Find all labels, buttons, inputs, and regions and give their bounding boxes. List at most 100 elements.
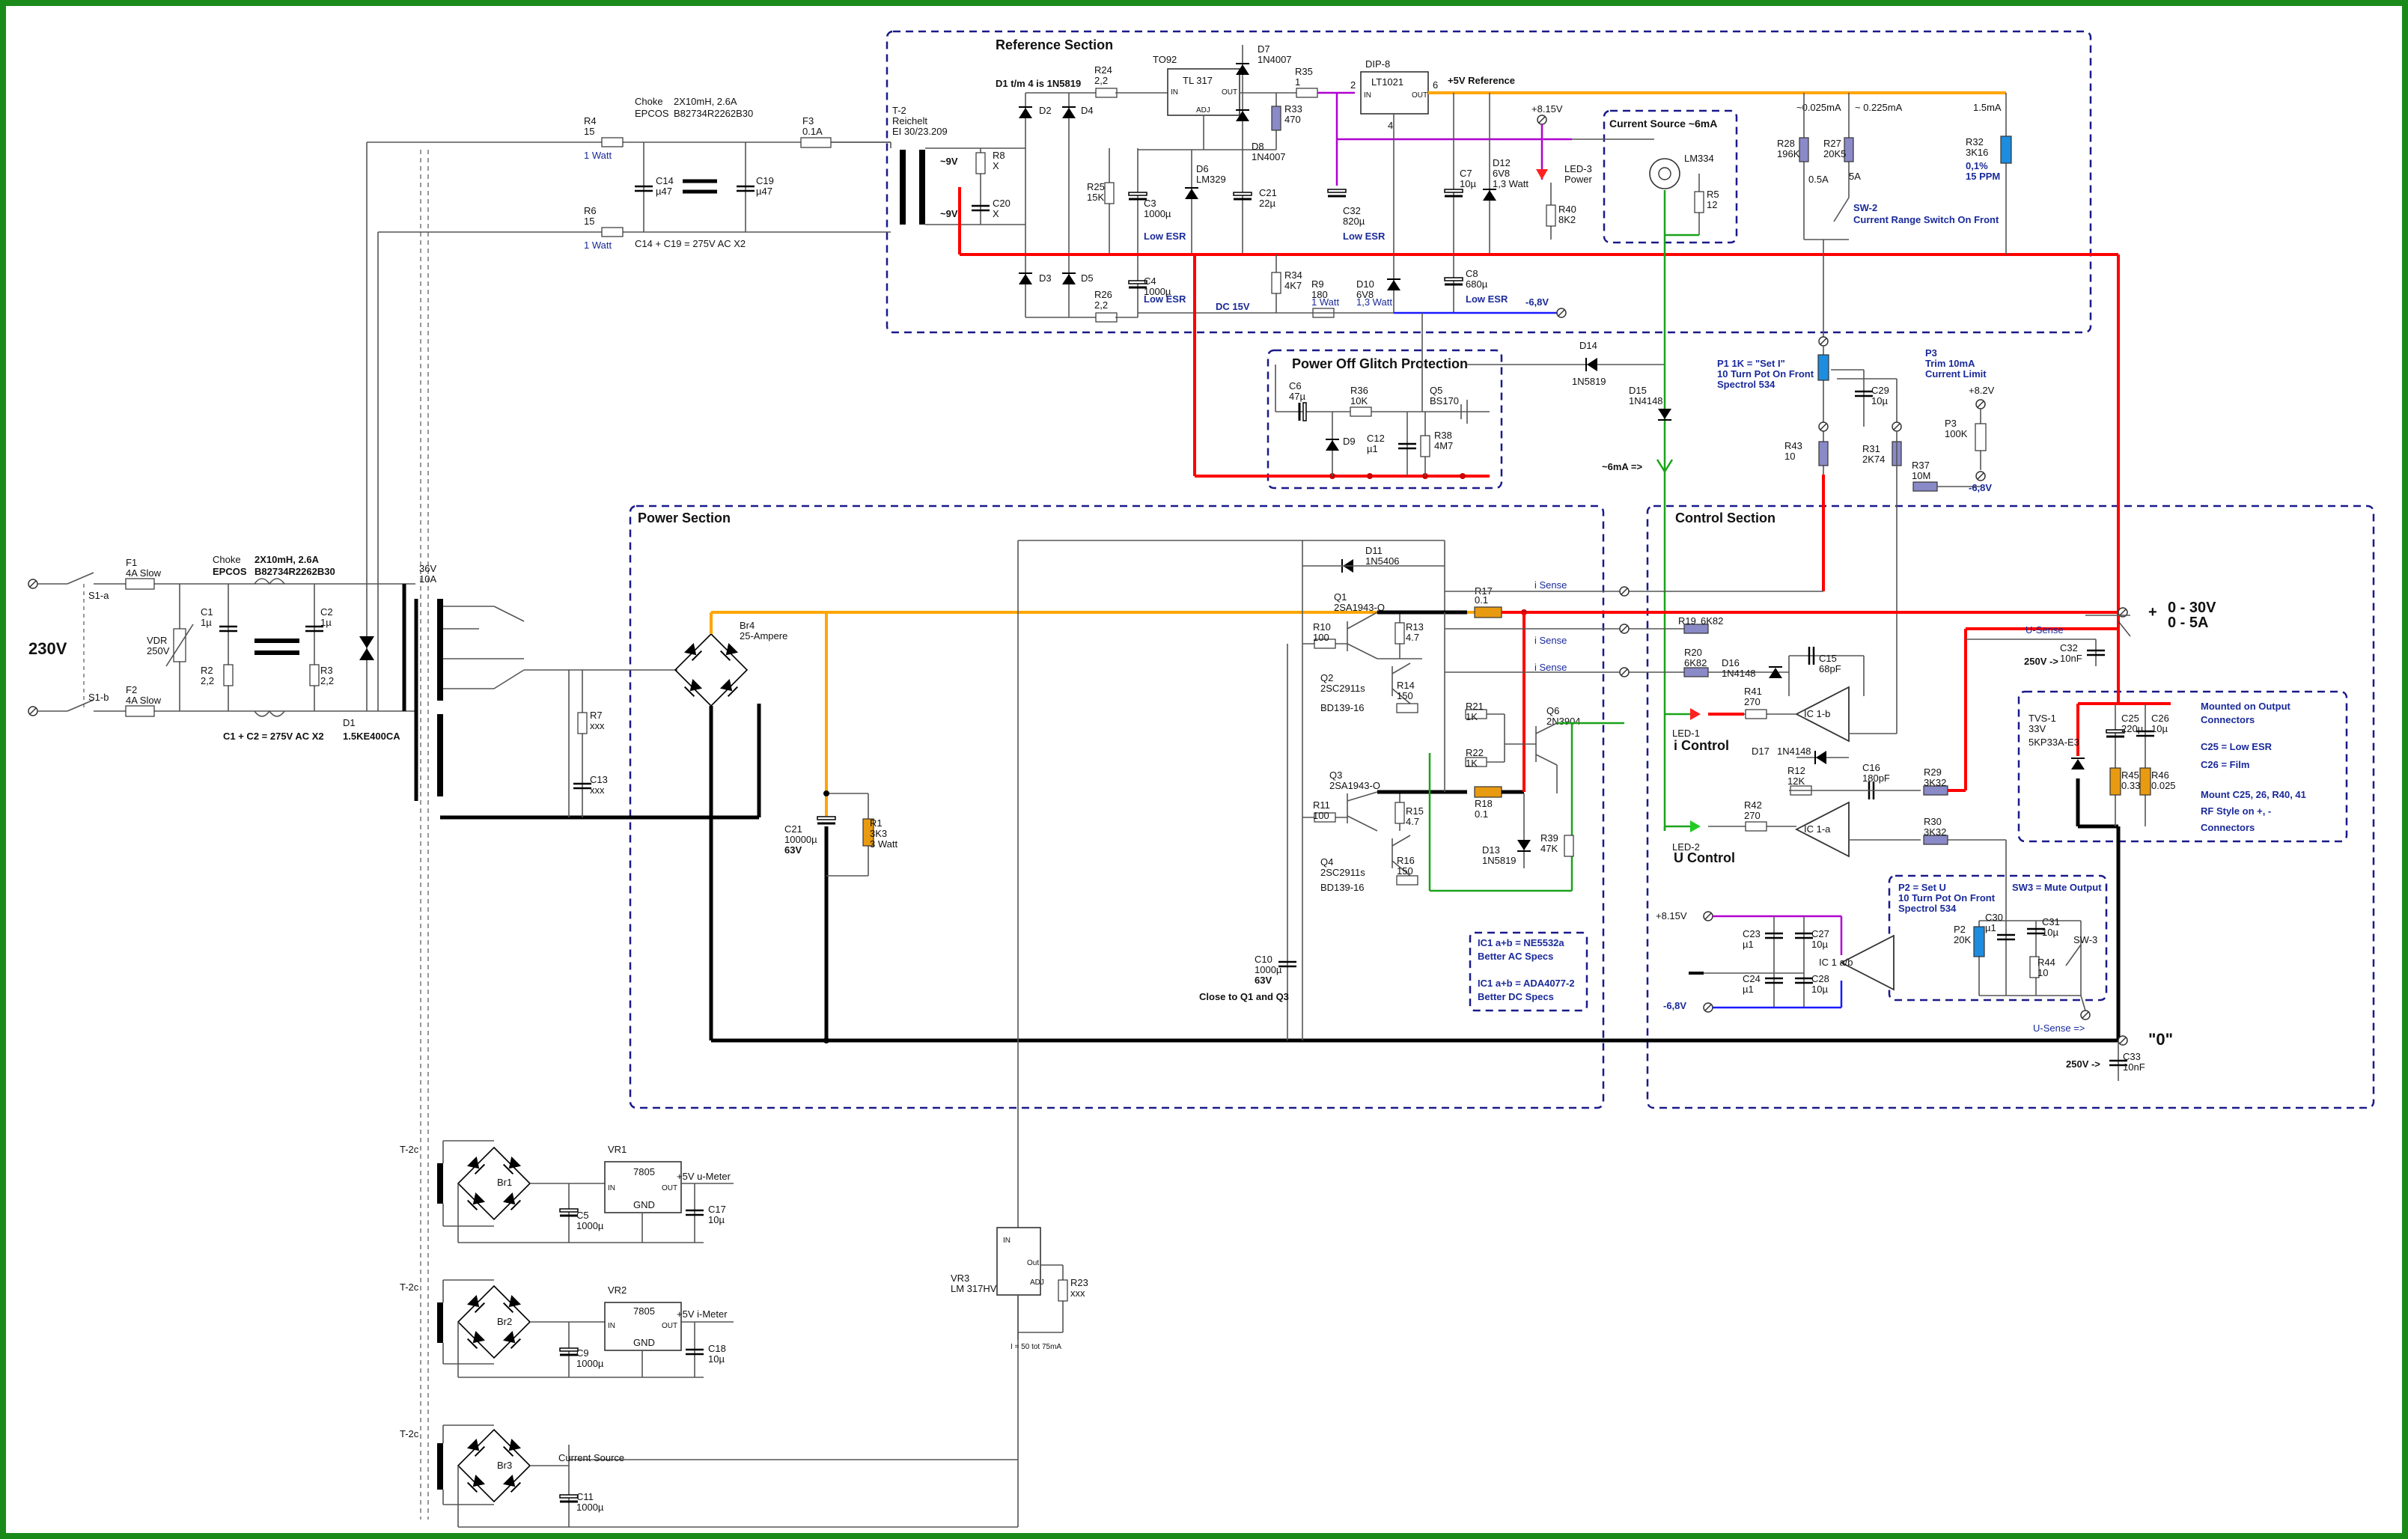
svg-text:T-2c: T-2c [400,1144,419,1155]
svg-text:R6: R6 [584,205,597,216]
svg-text:C26 = Film: C26 = Film [2201,759,2249,770]
svg-text:10µ: 10µ [708,1214,725,1225]
svg-text:R18: R18 [1475,798,1493,809]
svg-text:C6: C6 [1289,380,1302,391]
svg-text:R21: R21 [1466,701,1484,712]
svg-text:10: 10 [1784,451,1795,462]
svg-text:10µ: 10µ [1811,939,1828,950]
svg-text:20K5: 20K5 [1823,148,1846,159]
svg-text:1N4148: 1N4148 [1722,668,1756,679]
svg-text:10: 10 [2037,967,2048,978]
svg-text:2,2: 2,2 [320,675,334,686]
svg-text:2,2: 2,2 [1094,299,1108,311]
svg-text:C32: C32 [2060,642,2078,653]
svg-text:6K82: 6K82 [1701,615,1723,627]
svg-text:C31: C31 [2042,916,2060,927]
svg-text:"0": "0" [2148,1030,2173,1049]
svg-text:0.1: 0.1 [1475,594,1488,606]
svg-text:180pF: 180pF [1862,772,1890,784]
svg-text:47K: 47K [1540,843,1558,854]
svg-text:2N3904: 2N3904 [1546,716,1581,727]
svg-text:Current Limit: Current Limit [1925,368,1987,380]
svg-text:LED-2: LED-2 [1672,841,1700,853]
svg-text:0 - 5A: 0 - 5A [2168,615,2208,631]
svg-text:Low ESR: Low ESR [1144,293,1186,305]
svg-text:1 Watt: 1 Watt [584,150,612,161]
svg-text:R43: R43 [1784,440,1802,451]
svg-text:C21: C21 [1259,187,1277,198]
svg-text:C12: C12 [1367,433,1385,444]
svg-text:C2: C2 [320,606,333,618]
svg-text:C9: C9 [576,1347,589,1359]
svg-text:1 Watt: 1 Watt [584,240,612,251]
svg-text:1.5KE400CA: 1.5KE400CA [343,731,400,742]
svg-text:230V: 230V [28,639,67,658]
svg-text:U-Sense =>: U-Sense => [2033,1023,2085,1034]
svg-text:D16: D16 [1722,657,1740,668]
svg-text:~6mA =>: ~6mA => [1602,461,1642,472]
svg-text:7805: 7805 [633,1305,655,1317]
svg-text:S1-b: S1-b [88,692,109,703]
svg-text:150: 150 [1397,865,1413,877]
svg-text:15 PPM: 15 PPM [1966,171,2000,182]
svg-text:T-2c: T-2c [400,1282,419,1293]
svg-text:P3: P3 [1925,347,1937,359]
svg-text:Better DC Specs: Better DC Specs [1478,991,1554,1002]
svg-text:15: 15 [584,126,594,137]
svg-text:22µ: 22µ [1259,198,1275,209]
svg-text:SW3 = Mute Output: SW3 = Mute Output [2012,882,2102,893]
svg-text:LM 317HV: LM 317HV [951,1283,997,1294]
svg-text:R46: R46 [2151,770,2169,781]
svg-text:2SA1943-O: 2SA1943-O [1334,602,1385,613]
svg-text:R8: R8 [993,150,1005,161]
svg-text:C1 + C2 = 275V AC X2: C1 + C2 = 275V AC X2 [223,731,324,742]
svg-text:220µ: 220µ [2121,723,2144,734]
svg-text:DC 15V: DC 15V [1216,301,1250,312]
svg-text:250V ->: 250V -> [2024,656,2058,667]
svg-text:+8.2V: +8.2V [1969,385,1995,396]
power-section-box [629,505,1605,1109]
svg-text:Q5: Q5 [1430,385,1442,396]
svg-text:R44: R44 [2037,957,2055,968]
glitch-section-box [1267,349,1503,490]
svg-text:TVS-1: TVS-1 [2028,713,2056,724]
svg-text:D5: D5 [1081,272,1094,284]
svg-text:P1 1K = "Set I": P1 1K = "Set I" [1717,358,1785,369]
svg-text:GND: GND [633,1199,655,1210]
svg-text:R33: R33 [1284,103,1302,115]
svg-text:C19: C19 [756,175,774,186]
svg-text:C17: C17 [708,1204,726,1215]
svg-text:4A Slow: 4A Slow [126,567,162,579]
svg-text:680µ: 680µ [1466,278,1488,290]
svg-text:1µ: 1µ [320,617,332,628]
svg-text:LM334: LM334 [1684,153,1714,164]
svg-text:C27: C27 [1811,928,1829,939]
svg-text:R23: R23 [1070,1277,1088,1288]
svg-text:µ1: µ1 [1367,443,1378,454]
svg-text:IC 1-b: IC 1-b [1804,708,1830,719]
svg-text:D7: D7 [1258,43,1270,55]
svg-text:-6,8V: -6,8V [1969,482,1992,493]
svg-text:D11: D11 [1365,545,1383,556]
svg-text:6V8: 6V8 [1356,289,1374,300]
svg-text:10µ: 10µ [2151,723,2168,734]
svg-text:1K: 1K [1466,758,1478,769]
svg-text:2SA1943-O: 2SA1943-O [1329,780,1380,791]
svg-text:R27: R27 [1823,138,1841,149]
p2-sw3-box [1888,874,2108,1002]
svg-text:µ1: µ1 [1985,922,1996,933]
svg-text:X: X [993,208,999,219]
pot-circuit: P1 1K = "Set I"10 Turn Pot On FrontSpect… [1717,336,1995,734]
svg-text:C32: C32 [1343,205,1361,216]
svg-text:OUT: OUT [1412,91,1427,100]
svg-text:D13: D13 [1482,844,1500,856]
svg-text:R28: R28 [1777,138,1795,149]
svg-text:4: 4 [1388,120,1393,131]
svg-text:C5: C5 [576,1210,589,1221]
svg-text:C30: C30 [1985,912,2003,923]
svg-text:Br4: Br4 [740,620,755,631]
svg-text:2X10mH, 2.6A: 2X10mH, 2.6A [254,554,320,565]
svg-text:OUT: OUT [1222,88,1237,97]
